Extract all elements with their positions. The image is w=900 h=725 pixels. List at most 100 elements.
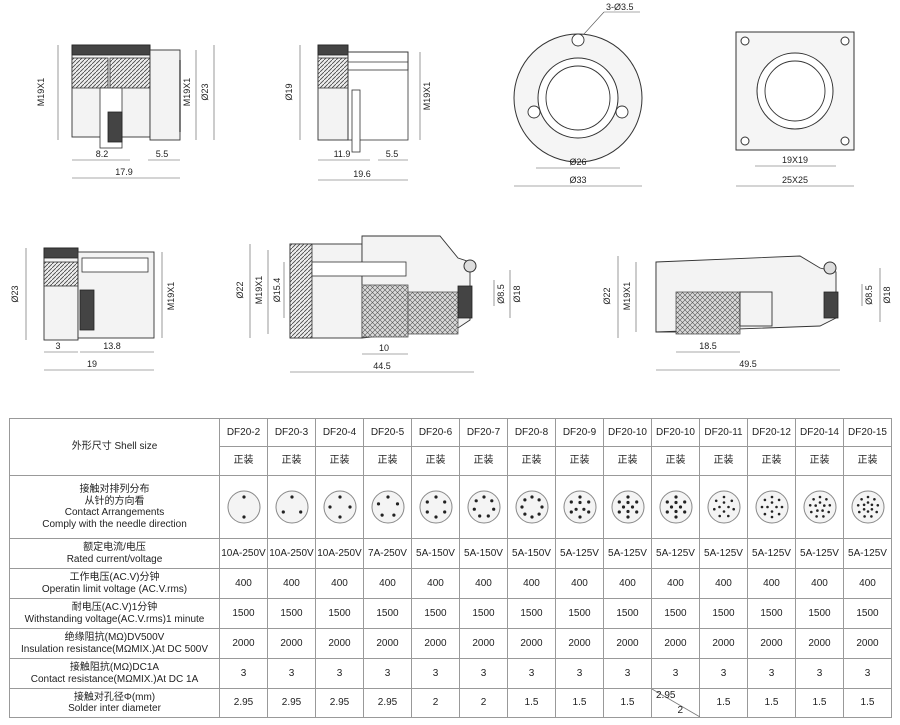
v6-d3: Ø15.4: [272, 278, 282, 303]
pin-dot: [625, 515, 630, 519]
solder-cell: 2.95: [267, 688, 316, 718]
solder-value-a: 2.95: [656, 690, 676, 701]
rated-cell: 5A-125V: [843, 538, 892, 569]
v6-d1: Ø22: [235, 281, 245, 298]
pin-dot: [529, 495, 534, 499]
contact-cell: 3: [555, 658, 604, 689]
contact-cell: 3: [411, 658, 460, 689]
v5-d1: 3: [55, 341, 60, 351]
pin-arrangement-cell: [363, 475, 412, 539]
label-line: Rated current/voltage: [66, 553, 163, 565]
contact-cell: 3: [747, 658, 796, 689]
withstand-cell: 1500: [795, 598, 844, 629]
pin-arrangement-icon: [275, 490, 308, 524]
pin-dot: [815, 509, 819, 512]
pin-dot: [763, 498, 766, 502]
view-side-2: Ø19 M19X1 11.9 5.5 19.6: [284, 44, 432, 181]
contact-cell: 3: [219, 658, 268, 689]
pin-dot: [822, 504, 826, 507]
view-side-7: Ø22 M19X1 Ø8.5 Ø18 18.5 49.5: [602, 255, 892, 371]
pin-dot: [537, 512, 541, 516]
pin-dot: [770, 510, 773, 513]
contact-cell: 3: [843, 658, 892, 689]
v2-dia: Ø19: [284, 83, 294, 100]
install-cell: 正装: [363, 446, 412, 476]
contact-cell: 3: [507, 658, 556, 689]
pin-dot: [241, 495, 246, 499]
pin-arrangement-cell: [603, 475, 652, 539]
pin-dot: [391, 513, 395, 517]
oper-cell: 400: [555, 568, 604, 599]
pin-dot: [425, 510, 429, 514]
pin-dot: [866, 501, 869, 504]
label-line: Contact resistance(MΩMIX.)At DC 1A: [30, 673, 199, 685]
pin-dot: [673, 495, 678, 499]
insul-cell: 2000: [507, 628, 556, 659]
label-line: Contact Arrangements: [64, 507, 165, 518]
pin-dot: [433, 515, 438, 519]
withstand-cell: 1500: [603, 598, 652, 629]
solder-cell: 1.5: [843, 688, 892, 718]
pin-dot: [586, 510, 590, 514]
pin-arrangement-icon: [371, 490, 404, 524]
v7-d4: Ø18: [882, 286, 892, 303]
pin-dot: [634, 510, 638, 514]
v5-right: M19X1: [166, 282, 176, 311]
v7-d3: Ø8.5: [864, 285, 874, 305]
pin-dot: [820, 509, 824, 512]
pin-dot: [481, 495, 486, 499]
pin-dot: [380, 513, 384, 517]
rated-cell: 10A-250V: [315, 538, 364, 569]
pin-dot: [818, 501, 821, 504]
pin-arrangement-cell: [555, 475, 604, 539]
pin-dot: [811, 498, 815, 501]
solder-cell: 1.5: [507, 688, 556, 718]
pin-dot: [870, 508, 873, 511]
pin-dot: [281, 510, 285, 514]
label-line: Withstanding voltage(AC.V.rms)1 minute: [24, 613, 205, 625]
label-line: 工作电压(AC.V)分钟: [69, 572, 160, 583]
pin-dot: [621, 505, 625, 509]
view-side-6: Ø22 M19X1 Ø15.4 Ø8.5 Ø18 10 44.5: [235, 235, 522, 373]
pin-arrangement-icon: [755, 490, 788, 524]
rated-cell: 5A-125V: [603, 538, 652, 569]
v5-total: 19: [87, 359, 97, 369]
oper-cell: 400: [651, 568, 700, 599]
oper-cell: 400: [411, 568, 460, 599]
pin-arrangement-icon: [323, 490, 356, 524]
model-cell: DF20-10: [603, 418, 652, 447]
pin-dot: [814, 515, 818, 518]
insul-cell: 2000: [795, 628, 844, 659]
view-side-5: Ø23 M19X1 3 13.8 19: [10, 247, 176, 371]
v3-outer: Ø33: [569, 175, 586, 185]
install-cell: 正装: [747, 446, 796, 476]
model-cell: DF20-7: [459, 418, 508, 447]
oper-cell: 400: [363, 568, 412, 599]
pin-dot: [577, 515, 582, 519]
pin-dot: [673, 515, 678, 519]
insul-cell: 2000: [267, 628, 316, 659]
pin-dot: [866, 495, 869, 499]
solder-cell: 1.5: [555, 688, 604, 718]
rated-cell: 5A-150V: [459, 538, 508, 569]
pin-dot: [537, 498, 541, 502]
oper-cell: 400: [747, 568, 796, 599]
label-line: 接触阻抗(MΩ)DC1A: [69, 662, 160, 673]
pin-arrangement-cell: [795, 475, 844, 539]
install-cell: 正装: [315, 446, 364, 476]
pin-dot: [682, 500, 686, 504]
pin-dot: [665, 500, 669, 504]
v6-d5: Ø18: [512, 285, 522, 302]
pin-dot: [813, 504, 817, 507]
pin-dot: [714, 499, 717, 503]
pin-dot: [777, 512, 780, 516]
withstand-cell: 1500: [411, 598, 460, 629]
pin-dot: [809, 510, 813, 514]
pin-arrangement-icon: [515, 490, 548, 524]
pin-dot: [866, 510, 869, 513]
label-line: Operatin limit voltage (AC.V.rms): [41, 583, 188, 595]
pin-dot: [765, 505, 769, 509]
rated-cell: 10A-250V: [267, 538, 316, 569]
